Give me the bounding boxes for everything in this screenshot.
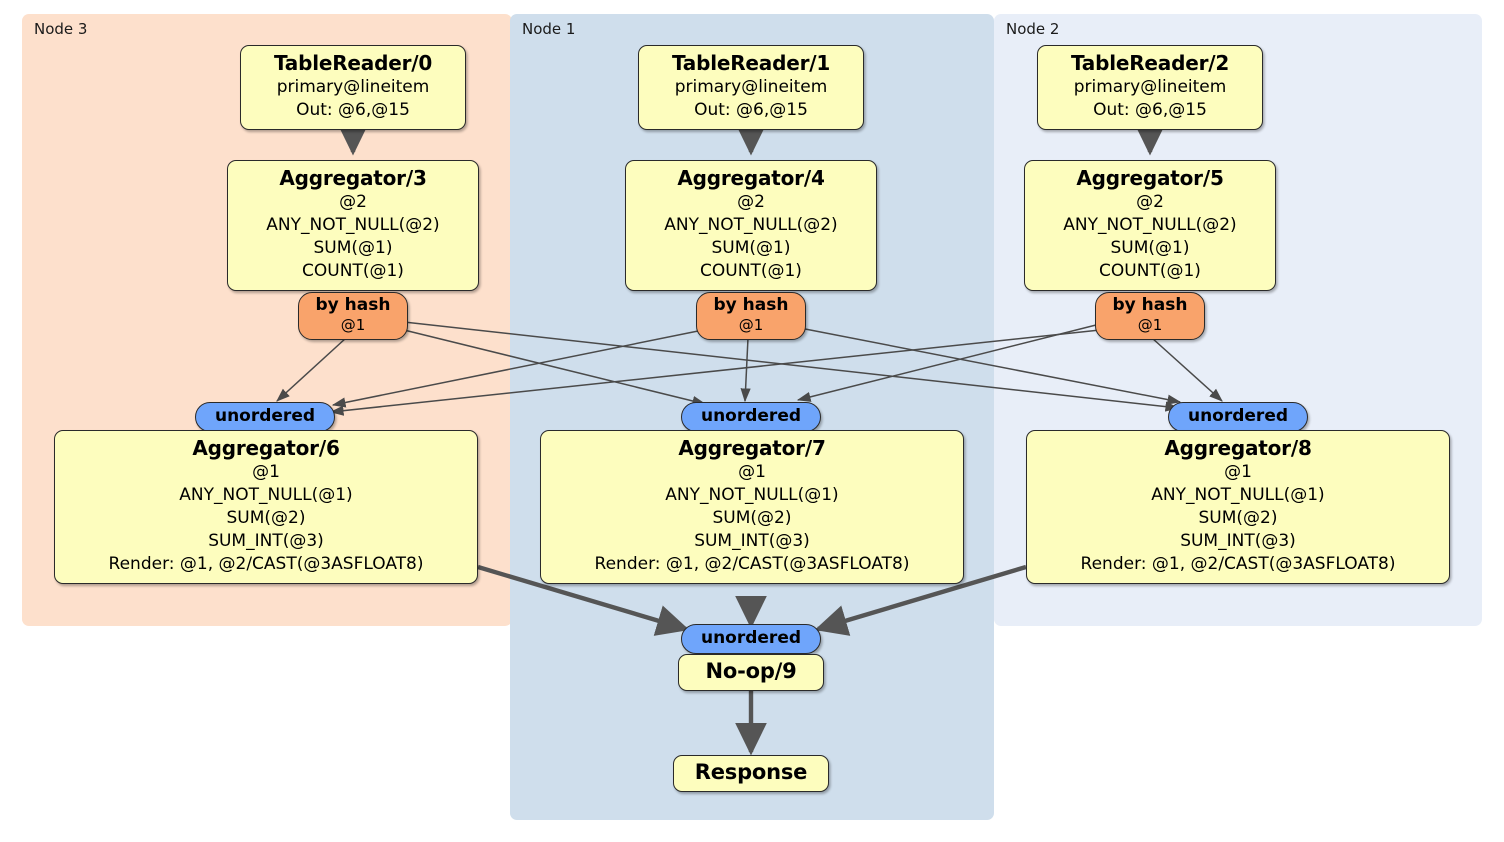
processor-line: @1 (1224, 462, 1252, 482)
processor-aggregator-8[interactable]: Aggregator/8 @1 ANY_NOT_NULL(@1) SUM(@2)… (1026, 430, 1450, 584)
processor-no-op-9[interactable]: No-op/9 (678, 654, 824, 691)
router-detail: @1 (340, 316, 366, 334)
router-detail: @1 (738, 316, 764, 334)
processor-line: SUM_INT(@3) (1180, 531, 1296, 551)
processor-line: ANY_NOT_NULL(@1) (1151, 485, 1325, 505)
processor-line: COUNT(@1) (700, 261, 802, 281)
output-router-by-hash-5[interactable]: by hash @1 (1095, 292, 1205, 340)
router-detail: @1 (1137, 316, 1163, 334)
processor-line: primary@lineitem (1073, 77, 1227, 97)
processor-line: SUM_INT(@3) (208, 531, 324, 551)
node-region-label-node3: Node 3 (34, 20, 88, 38)
output-router-by-hash-4[interactable]: by hash @1 (696, 292, 806, 340)
processor-line: SUM(@1) (711, 238, 791, 258)
processor-line: Render: @1, @2/CAST(@3ASFLOAT8) (1080, 554, 1396, 574)
processor-title: Aggregator/7 (678, 436, 826, 460)
processor-line: Out: @6,@15 (296, 100, 410, 120)
processor-aggregator-6[interactable]: Aggregator/6 @1 ANY_NOT_NULL(@1) SUM(@2)… (54, 430, 478, 584)
processor-line: @1 (252, 462, 280, 482)
synchronizer-unordered-9[interactable]: unordered (681, 624, 821, 654)
router-title: by hash (713, 295, 789, 315)
router-title: unordered (214, 406, 316, 426)
processor-line: SUM(@2) (1198, 508, 1278, 528)
processor-title: Aggregator/8 (1164, 436, 1312, 460)
processor-aggregator-7[interactable]: Aggregator/7 @1 ANY_NOT_NULL(@1) SUM(@2)… (540, 430, 964, 584)
router-title: unordered (700, 628, 802, 648)
processor-line: SUM_INT(@3) (694, 531, 810, 551)
processor-title: TableReader/1 (671, 51, 831, 75)
processor-aggregator-3[interactable]: Aggregator/3 @2 ANY_NOT_NULL(@2) SUM(@1)… (227, 160, 479, 291)
processor-line: primary@lineitem (674, 77, 828, 97)
processor-title: Response (694, 760, 808, 784)
synchronizer-unordered-6[interactable]: unordered (195, 402, 335, 432)
processor-line: Render: @1, @2/CAST(@3ASFLOAT8) (594, 554, 910, 574)
node-region-label-node1: Node 1 (522, 20, 576, 38)
processor-line: @2 (339, 192, 367, 212)
processor-line: ANY_NOT_NULL(@2) (1063, 215, 1237, 235)
node-region-label-node2: Node 2 (1006, 20, 1060, 38)
processor-line: SUM(@2) (712, 508, 792, 528)
processor-title: Aggregator/6 (192, 436, 340, 460)
processor-line: COUNT(@1) (1099, 261, 1201, 281)
processor-line: Out: @6,@15 (1093, 100, 1207, 120)
router-title: unordered (1187, 406, 1289, 426)
processor-line: Render: @1, @2/CAST(@3ASFLOAT8) (108, 554, 424, 574)
processor-line: ANY_NOT_NULL(@2) (664, 215, 838, 235)
processor-title: TableReader/2 (1070, 51, 1230, 75)
processor-line: SUM(@1) (313, 238, 393, 258)
processor-title: Aggregator/4 (677, 166, 825, 190)
synchronizer-unordered-8[interactable]: unordered (1168, 402, 1308, 432)
processor-table-reader-1[interactable]: TableReader/1 primary@lineitem Out: @6,@… (638, 45, 864, 130)
processor-line: @1 (738, 462, 766, 482)
router-title: unordered (700, 406, 802, 426)
processor-title: No-op/9 (705, 659, 797, 683)
router-title: by hash (315, 295, 391, 315)
synchronizer-unordered-7[interactable]: unordered (681, 402, 821, 432)
processor-title: TableReader/0 (273, 51, 433, 75)
processor-line: Out: @6,@15 (694, 100, 808, 120)
processor-title: Aggregator/3 (279, 166, 427, 190)
processor-title: Aggregator/5 (1076, 166, 1224, 190)
processor-line: ANY_NOT_NULL(@2) (266, 215, 440, 235)
processor-table-reader-2[interactable]: TableReader/2 primary@lineitem Out: @6,@… (1037, 45, 1263, 130)
processor-line: @2 (1136, 192, 1164, 212)
processor-aggregator-5[interactable]: Aggregator/5 @2 ANY_NOT_NULL(@2) SUM(@1)… (1024, 160, 1276, 291)
processor-line: primary@lineitem (276, 77, 430, 97)
output-router-by-hash-3[interactable]: by hash @1 (298, 292, 408, 340)
processor-line: @2 (737, 192, 765, 212)
processor-line: SUM(@2) (226, 508, 306, 528)
processor-line: COUNT(@1) (302, 261, 404, 281)
processor-aggregator-4[interactable]: Aggregator/4 @2 ANY_NOT_NULL(@2) SUM(@1)… (625, 160, 877, 291)
processor-line: SUM(@1) (1110, 238, 1190, 258)
processor-line: ANY_NOT_NULL(@1) (179, 485, 353, 505)
router-title: by hash (1112, 295, 1188, 315)
processor-line: ANY_NOT_NULL(@1) (665, 485, 839, 505)
processor-table-reader-0[interactable]: TableReader/0 primary@lineitem Out: @6,@… (240, 45, 466, 130)
processor-response[interactable]: Response (673, 755, 829, 792)
